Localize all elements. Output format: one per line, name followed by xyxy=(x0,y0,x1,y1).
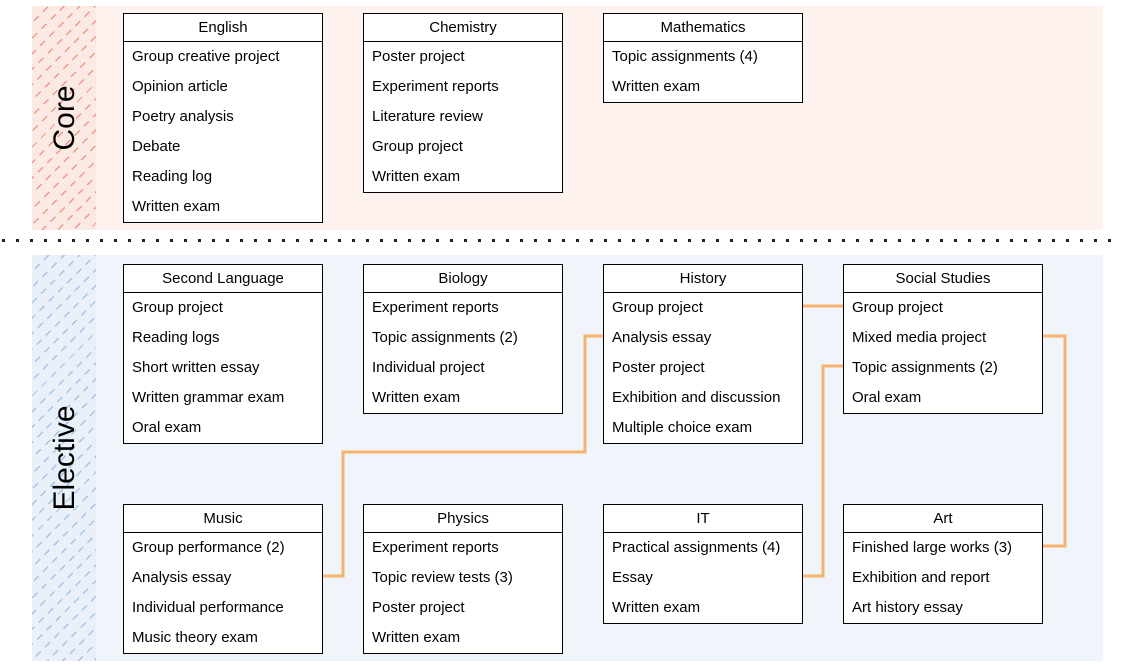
assessment-item: Short written essay xyxy=(132,359,260,376)
assessment-item: Written exam xyxy=(612,599,701,616)
assessment-item: Group performance (2) xyxy=(132,539,285,556)
assessment-item: Topic review tests (3) xyxy=(372,569,513,586)
assessment-item: Opinion article xyxy=(132,78,228,95)
assessment-item: Literature review xyxy=(372,108,483,125)
assessment-item: Analysis essay xyxy=(612,329,712,346)
assessment-item: Oral exam xyxy=(132,419,202,436)
assessment-item: Written exam xyxy=(372,168,461,185)
subject-box-title: Chemistry xyxy=(364,14,562,42)
assessment-item: Reading log xyxy=(132,168,213,185)
assessment-item: Written exam xyxy=(132,198,221,215)
assessment-item: Group project xyxy=(612,299,703,316)
core-hatch-strip xyxy=(32,6,96,230)
subject-box-title: Second Language xyxy=(124,265,322,293)
assessment-item: Group project xyxy=(132,299,223,316)
subject-box-title: Art xyxy=(844,505,1042,533)
assessment-item: Experiment reports xyxy=(372,299,499,316)
subject-box-title: History xyxy=(604,265,802,293)
assessment-item: Music theory exam xyxy=(132,629,258,646)
assessment-item: Group creative project xyxy=(132,48,280,65)
subject-box-title: Physics xyxy=(364,505,562,533)
subject-box-title: English xyxy=(124,14,322,42)
assessment-item: Written exam xyxy=(612,78,701,95)
assessment-item: Written exam xyxy=(372,389,461,406)
assessment-item: Finished large works (3) xyxy=(852,539,1013,556)
subject-box-title: Music xyxy=(124,505,322,533)
assessment-item: Poetry analysis xyxy=(132,108,234,125)
assessment-item: Exhibition and discussion xyxy=(612,389,781,406)
assessment-item: Multiple choice exam xyxy=(612,419,753,436)
assessment-item: Topic assignments (2) xyxy=(852,359,998,376)
subject-box-title: Social Studies xyxy=(844,265,1042,293)
assessment-item: Essay xyxy=(612,569,653,586)
subject-box-title: IT xyxy=(604,505,802,533)
assessment-item: Analysis essay xyxy=(132,569,232,586)
assessment-item: Poster project xyxy=(612,359,705,376)
assessment-item: Written exam xyxy=(372,629,461,646)
assessment-item: Individual performance xyxy=(132,599,284,616)
assessment-item: Reading logs xyxy=(132,329,220,346)
assessment-item: Topic assignments (4) xyxy=(612,48,758,65)
assessment-item: Mixed media project xyxy=(852,329,987,346)
assessment-item: Poster project xyxy=(372,599,465,616)
assessment-item: Poster project xyxy=(372,48,465,65)
core-section-label: Core xyxy=(48,85,81,151)
assessment-item: Practical assignments (4) xyxy=(612,539,781,556)
assessment-item: Topic assignments (2) xyxy=(372,329,518,346)
assessment-item: Art history essay xyxy=(852,599,963,616)
elective-hatch-strip xyxy=(32,255,96,661)
subject-box-title: Mathematics xyxy=(604,14,802,42)
section-divider-dotted-line xyxy=(2,239,1122,242)
assessment-item: Individual project xyxy=(372,359,485,376)
assessment-item: Experiment reports xyxy=(372,78,499,95)
subject-box-title: Biology xyxy=(364,265,562,293)
assessment-item: Debate xyxy=(132,138,181,155)
assessment-item: Written grammar exam xyxy=(132,389,285,406)
assessment-item: Group project xyxy=(852,299,943,316)
assessment-item: Exhibition and report xyxy=(852,569,990,586)
assessment-item: Experiment reports xyxy=(372,539,499,556)
assessment-item: Group project xyxy=(372,138,463,155)
elective-section-label: Elective xyxy=(48,405,81,511)
assessment-item: Oral exam xyxy=(852,389,922,406)
